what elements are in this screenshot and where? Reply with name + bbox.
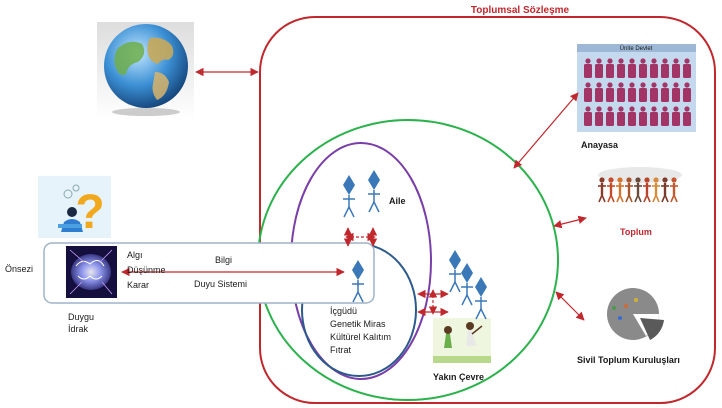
crowd-silhouette-icon — [596, 164, 682, 219]
diagram-title: Toplumsal Sözleşme — [471, 5, 570, 16]
near-circle-figure — [461, 263, 473, 306]
label-stk: Sivil Toplum Kuruluşları — [577, 355, 680, 365]
near-circle-figure — [475, 277, 487, 320]
label-fitrat: Fıtrat — [330, 345, 352, 355]
social-contract-frame — [259, 16, 716, 404]
label-onsezi: Önsezi — [5, 264, 33, 274]
children-playing-icon — [433, 318, 491, 363]
label-bilgi: Bilgi — [215, 255, 232, 265]
toplum-arrow — [553, 215, 587, 229]
label-idrak: İdrak — [68, 324, 89, 334]
label-dusunme: Düşünme — [127, 265, 166, 275]
near-circle-figure — [449, 250, 461, 293]
self-figure — [352, 260, 364, 303]
label-algi: Algı — [127, 250, 143, 260]
label-anayasa: Anayasa — [581, 140, 619, 150]
label-kulturel-kalitim: Kültürel Kalıtım — [330, 332, 391, 342]
stk-arrow — [555, 291, 585, 321]
flag-caption: Ünite Devlet — [620, 45, 653, 52]
label-icgudu: İçgüdü — [330, 306, 357, 316]
globe-icon — [97, 22, 194, 120]
pie-chart-people-icon — [598, 284, 672, 344]
label-duygu: Duygu — [68, 312, 94, 322]
label-aile: Aile — [389, 196, 406, 206]
question-mark-icon: ? — [38, 176, 111, 239]
label-genetik-miras: Genetik Miras — [330, 319, 386, 329]
family-member-figure — [368, 170, 380, 213]
label-toplum: Toplum — [620, 227, 652, 237]
anayasa-arrow — [513, 92, 579, 169]
label-duyu-sistemi: Duyu Sistemi — [194, 279, 247, 289]
brain-icon — [66, 246, 117, 298]
label-yakin-cevre: Yakın Çevre — [433, 372, 484, 382]
people-grid-icon: Ünite Devlet — [577, 44, 696, 132]
family-member-figure — [343, 175, 355, 218]
svg-text:?: ? — [75, 186, 104, 239]
label-karar: Karar — [127, 280, 149, 290]
